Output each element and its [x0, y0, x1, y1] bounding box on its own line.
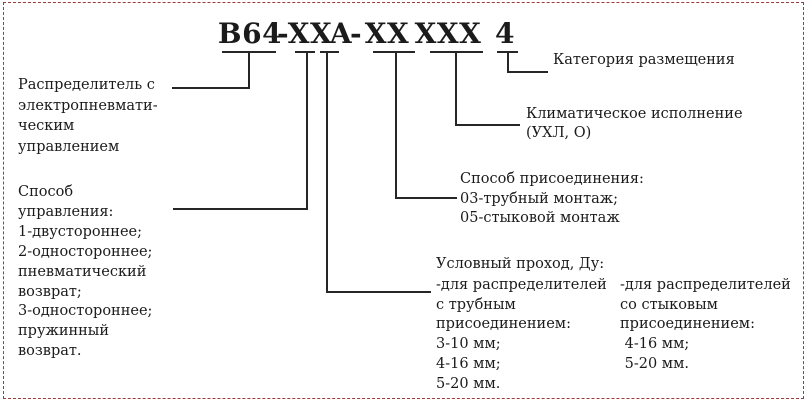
bracket-connection — [373, 51, 415, 53]
code-segment-climatic: ХХХ — [414, 17, 482, 50]
drop-letter — [326, 51, 328, 293]
connector-connection — [395, 197, 457, 199]
drop-climatic — [455, 51, 457, 126]
bracket-letter — [320, 51, 339, 53]
label-distributor: Распределитель с электропневмати- ческим… — [18, 77, 158, 155]
label-control-method: Способ управления: 1-двустороннее; 2-одн… — [18, 184, 153, 360]
code-segment-letter: А — [329, 17, 353, 50]
connector-letter — [326, 291, 431, 293]
code-segment-series: В64 — [217, 17, 283, 50]
label-climatic-version: Климатическое исполнение (УХЛ, О) — [526, 106, 743, 141]
bracket-control — [295, 51, 315, 53]
connector-series — [172, 87, 250, 89]
code-segment-connection: ХХ — [364, 17, 410, 50]
label-connection-method: Способ присоединения: 03-трубный монтаж;… — [460, 171, 644, 226]
label-nominal-bore-title: Условный проход, Ду: — [436, 256, 605, 272]
drop-series — [248, 51, 250, 89]
code-segment-control: ХХ — [287, 17, 333, 50]
connector-climatic — [455, 124, 520, 126]
drop-control — [306, 51, 308, 210]
drop-connection — [395, 51, 397, 199]
code-dash-2: - — [349, 17, 363, 50]
connector-category — [507, 71, 548, 73]
label-bore-butt-mount: -для распределителей со стыковым присоед… — [620, 277, 791, 372]
label-bore-pipe-mount: -для распределителей с трубным присоедин… — [436, 277, 607, 392]
connector-control — [173, 208, 308, 210]
code-dash-1: - — [276, 17, 290, 50]
dashed-page-border — [3, 2, 804, 399]
code-segment-category: 4 — [495, 17, 515, 50]
label-placement-category: Категория размещения — [553, 52, 735, 68]
drop-category — [507, 51, 509, 73]
